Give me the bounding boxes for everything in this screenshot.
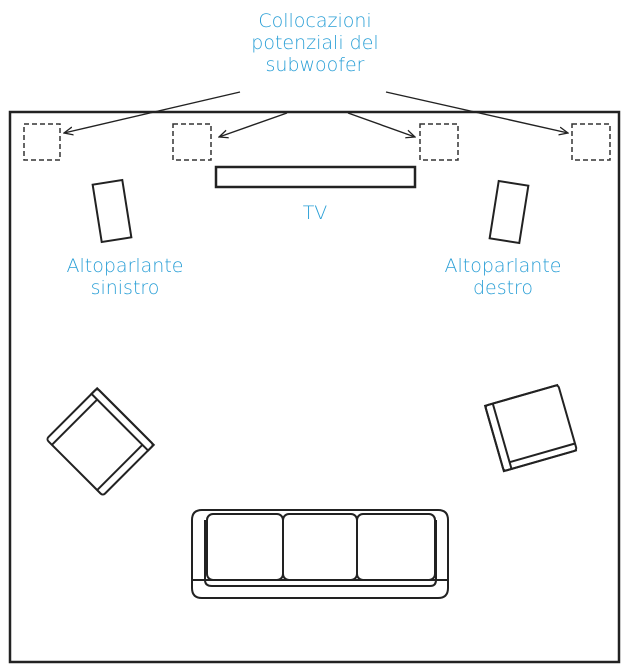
arrow-to-spot-3	[347, 112, 415, 137]
left-speaker-label: Altoparlante sinistro	[40, 255, 210, 299]
sofa	[191, 509, 449, 599]
subwoofer-placement-label-line2: potenziali del	[251, 32, 379, 54]
subwoofer-placement-label-line3: subwoofer	[265, 54, 365, 76]
right-speaker-label-line1: Altoparlante	[444, 255, 562, 277]
subwoofer-spot-3	[419, 123, 459, 161]
tv-shape	[214, 165, 417, 189]
subwoofer-placement-label: Collocazioni potenziali del subwoofer	[210, 10, 420, 76]
left-speaker-label-line1: Altoparlante	[66, 255, 184, 277]
left-speaker-shape	[91, 178, 133, 244]
subwoofer-spot-4	[571, 123, 611, 161]
tv-label: TV	[302, 202, 328, 224]
arrow-to-spot-4	[385, 91, 568, 133]
subwoofer-spot-2	[172, 123, 212, 161]
arrow-to-spot-2	[219, 112, 288, 137]
left-armchair	[46, 386, 156, 496]
left-speaker-label-line2: sinistro	[90, 277, 160, 299]
room-wall	[8, 110, 621, 664]
arrow-to-spot-1	[64, 91, 241, 133]
subwoofer-spot-1	[23, 123, 61, 161]
subwoofer-placement-label-line1: Collocazioni	[258, 10, 372, 32]
right-speaker-label-line2: destro	[472, 277, 534, 299]
right-armchair	[483, 383, 578, 473]
right-speaker-label: Altoparlante destro	[418, 255, 588, 299]
right-speaker-shape	[488, 179, 530, 245]
